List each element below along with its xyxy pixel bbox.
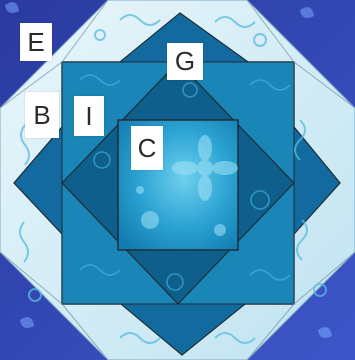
- label-i: I: [74, 96, 104, 136]
- label-e: E: [20, 23, 52, 61]
- label-g: G: [167, 43, 203, 80]
- label-c: C: [131, 126, 163, 170]
- label-b: B: [25, 92, 59, 138]
